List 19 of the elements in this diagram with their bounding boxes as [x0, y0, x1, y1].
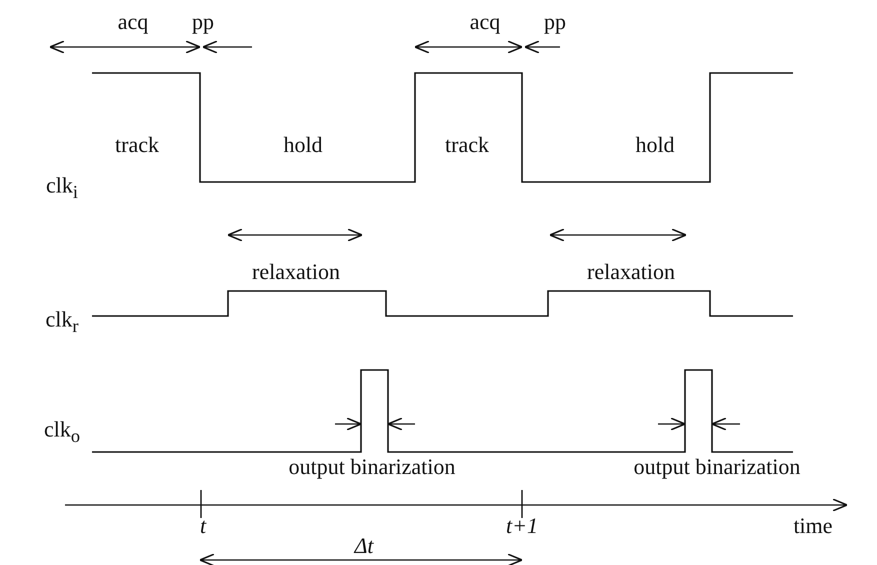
- axis-label: time: [793, 515, 833, 537]
- timing-label: track: [115, 134, 159, 156]
- axis-label: t: [200, 515, 206, 537]
- timing-label: track: [445, 134, 489, 156]
- dimension-label: Δt: [354, 535, 374, 557]
- timing-label: acq: [470, 11, 500, 33]
- timing-label: acq: [118, 11, 148, 33]
- timing-label: output binarization: [634, 456, 800, 478]
- timing-label: pp: [544, 11, 566, 33]
- signal-label: clk$_{i}$: [46, 174, 78, 202]
- timing-label: hold: [283, 134, 323, 156]
- signal-label: clk$_{o}$: [44, 418, 80, 446]
- timing-label: hold: [635, 134, 675, 156]
- axis-label: t+1: [506, 515, 538, 537]
- timing-label: relaxation: [587, 261, 675, 283]
- timing-label: relaxation: [252, 261, 340, 283]
- timing-label: output binarization: [288, 456, 456, 478]
- signal-label: clk$_{r}$: [46, 308, 78, 336]
- timing-label: pp: [192, 11, 214, 33]
